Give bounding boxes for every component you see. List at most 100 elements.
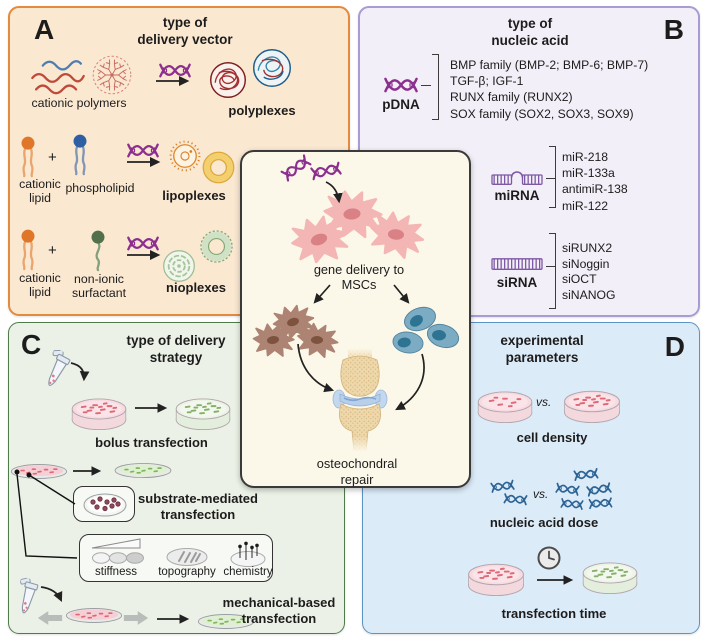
polyplexes-caption: polyplexes: [228, 103, 296, 118]
dna-icon: [126, 142, 160, 159]
pdna-label: pDNA: [382, 97, 420, 112]
topography-label: topography: [158, 566, 216, 578]
vs-label: vs.: [536, 395, 552, 409]
panel-b-label: B: [663, 14, 684, 45]
cationic-polymers-caption: cationic polymers: [31, 96, 127, 110]
center-bottom-caption-line1: osteochondral: [316, 456, 398, 471]
mirna-items: miR-218 miR-133a antimiR-138 miR-122: [562, 149, 628, 214]
cationic-lipid-caption: cationic lipid: [19, 271, 61, 299]
panel-b-title-line1: type of: [507, 16, 553, 31]
lipoplex-ring-icon: [200, 149, 237, 186]
sirna-icon: [490, 256, 544, 272]
petri-dish-pink-icon: [465, 552, 527, 597]
vs-label: vs.: [533, 487, 549, 501]
dendrimer-icon: [90, 53, 134, 97]
pdna-item: RUNX family (RUNX2): [450, 90, 573, 105]
sirna-label: siRNA: [496, 275, 538, 290]
cell-density-caption: cell density: [516, 430, 588, 445]
substrate-caption: substrate-mediated transfection: [135, 491, 261, 522]
center-bottom-caption: osteochondral repair: [284, 456, 430, 487]
mirna-item: miR-133a: [562, 166, 615, 181]
petri-sparse-icon: [475, 380, 535, 424]
polyplex-blue-icon: [251, 47, 293, 89]
chondrocyte-cell-icon: [422, 318, 464, 354]
petri-dish-pink-icon: [69, 387, 129, 431]
petri-dish-green-icon: [580, 551, 640, 595]
center-top-caption: gene delivery to MSCs: [286, 262, 432, 292]
pdna-bracket: [432, 54, 439, 120]
petri-dish-green-icon: [173, 387, 233, 431]
time-caption: transfection time: [501, 606, 607, 621]
mirna-item: miR-218: [562, 150, 609, 164]
mechanical-caption-line1: mechanical-based: [222, 595, 336, 610]
non-ionic-surfactant-icon: [88, 230, 108, 272]
flat-dish-pink-icon: [65, 607, 123, 624]
shake-right-arrow-icon: [123, 610, 149, 626]
panel-c-title-line1: type of delivery: [126, 333, 226, 348]
dna-icon: [126, 235, 160, 252]
flat-dish-pink-icon: [10, 463, 68, 480]
lipoplex-spiky-icon: [167, 138, 203, 174]
stiffness-label: stiffness: [95, 566, 137, 578]
petri-dense-icon: [561, 379, 623, 424]
msc-cell-icon: [361, 205, 431, 265]
panel-a-title-line2: delivery vector: [137, 31, 233, 47]
osteoblast-cell-icon: [249, 321, 297, 358]
pdna-item: SOX family (SOX2, SOX3, SOX9): [450, 106, 634, 121]
mirna-label: miRNA: [494, 188, 540, 203]
substrate-caption-line1: substrate-mediated: [138, 491, 258, 506]
knee-joint-icon: [332, 348, 388, 452]
substrate-params-box: stiffness topography chemistry: [79, 534, 273, 582]
mirna-item: miR-122: [562, 198, 609, 213]
mechanical-caption-line2: transfection: [241, 611, 317, 626]
nioplex-ring-icon: [198, 228, 235, 265]
cationic-polymers-icon: [27, 57, 89, 97]
lipoplexes-caption: lipoplexes: [162, 188, 226, 203]
sirna-item: siRUNX2: [562, 241, 613, 255]
nioplexes-caption: nioplexes: [166, 280, 226, 295]
cationic-lipid-icon: [18, 229, 38, 271]
dna-icon: [309, 160, 344, 182]
dna-blue-icon: [588, 496, 614, 510]
panel-center-overview: gene delivery to MSCs osteochondral repa…: [240, 150, 471, 488]
flat-dish-green-icon: [113, 462, 173, 479]
sirna-item: siNoggin: [562, 256, 610, 271]
center-bottom-caption-line2: repair: [340, 471, 374, 487]
shake-left-arrow-icon: [37, 610, 63, 626]
dna-icon: [158, 62, 192, 79]
panel-d-title: experimental parameters: [462, 333, 622, 366]
dna-blue-icon: [554, 481, 580, 497]
cationic-lipid-icon: [18, 136, 38, 178]
panel-a-title-line1: type of: [162, 15, 208, 30]
chemistry-icon: [230, 541, 266, 567]
center-top-caption-line1: gene delivery to: [313, 262, 405, 277]
mirna-item: antimiR-138: [562, 182, 628, 197]
msc-cell-icon: [285, 212, 353, 267]
sirna-bracket: [549, 233, 556, 309]
plus-sign: +: [48, 149, 57, 166]
sirna-item: siOCT: [562, 272, 597, 287]
pdna-items: BMP family (BMP-2; BMP-6; BMP-7) TGF-β; …: [450, 57, 648, 122]
nioplex-concentric-icon: [161, 248, 197, 284]
panel-c-title-line2: strategy: [149, 349, 203, 365]
pdna-item: TGF-β; IGF-1: [450, 74, 524, 89]
surfactant-caption: non-ionic surfactant: [72, 272, 126, 300]
panel-a-title: type of delivery vector: [105, 15, 265, 48]
panel-d-title-line2: parameters: [505, 349, 579, 365]
pdna-icon: [383, 76, 419, 94]
phospholipid-caption: phospholipid: [65, 181, 135, 195]
sirna-connector: [546, 266, 555, 267]
sirna-items: siRUNX2 siNoggin siOCT siNANOG: [562, 241, 616, 304]
chemistry-label: chemistry: [223, 566, 273, 578]
dna-blue-icon: [572, 467, 599, 483]
polyplex-red-icon: [208, 60, 248, 100]
cationic-lipid-caption: cationic lipid: [19, 177, 61, 205]
sirna-item: siNANOG: [562, 288, 616, 303]
mirna-bracket: [549, 146, 556, 208]
pdna-item: BMP family (BMP-2; BMP-6; BMP-7): [450, 58, 649, 72]
stiffness-wedge-icon: [91, 538, 141, 549]
panel-d-label: D: [664, 331, 685, 362]
dna-blue-icon: [559, 497, 584, 511]
mirna-connector: [546, 178, 555, 179]
plus-sign: +: [48, 242, 57, 259]
